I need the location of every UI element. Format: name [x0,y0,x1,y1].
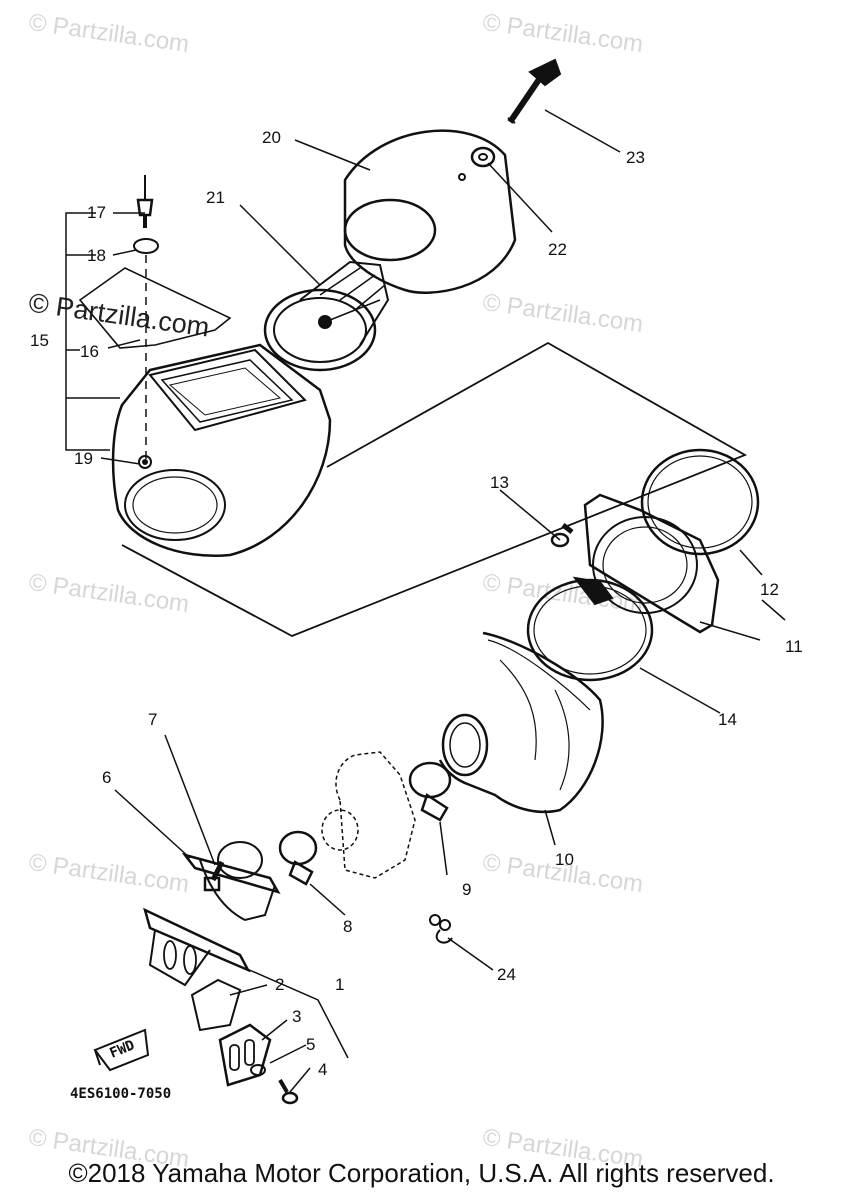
part-label-21: 21 [206,188,225,207]
part-label-13: 13 [490,473,509,492]
filter-element [263,260,390,372]
clamp-9 [408,761,452,822]
screw-4 [278,1078,299,1105]
assembly-outline [121,341,748,637]
part-label-7: 7 [148,710,157,729]
part-label-4: 4 [318,1060,327,1079]
part-label-6: 6 [102,768,111,787]
air-box [111,343,332,557]
bracket-1 [244,967,349,1059]
part-label-3: 3 [292,1007,301,1026]
part-label-2: 2 [275,975,284,994]
gasket-12 [640,448,760,556]
diagram-code: 4ES6100-7050 [70,1086,171,1102]
reed-valve [143,907,251,987]
part-label-8: 8 [343,917,352,936]
part-label-23: 23 [626,148,645,167]
part-label-20: 20 [262,128,281,147]
band-14 [526,576,654,682]
reed-stopper [218,1023,272,1087]
part-label-19: 19 [74,449,93,468]
part-label-10: 10 [555,850,574,869]
washer-22 [470,146,496,168]
washer-5 [250,1064,266,1076]
part-label-14: 14 [718,710,737,729]
part-label-9: 9 [462,880,471,899]
copyright-notice: ©2018 Yamaha Motor Corporation, U.S.A. A… [68,1158,775,1188]
part-label-22: 22 [548,240,567,259]
part-label-1: 1 [335,975,344,994]
carburetor-outline [321,751,416,879]
screw-13 [550,523,574,548]
fwd-label: FWD [108,1037,137,1061]
part-label-16: 16 [80,342,99,361]
part-label-11: 11 [785,637,803,656]
part-label-12: 12 [760,580,779,599]
clip-24 [429,914,453,944]
bracket-15 [65,212,110,451]
part-label-24: 24 [497,965,516,984]
part-label-15: 15 [30,331,49,350]
rivet-washer [133,238,159,254]
clamp-8 [278,830,318,886]
wing-bolt [507,58,562,124]
part-label-5: 5 [306,1035,315,1054]
cover-sheet [78,267,232,349]
rivet [136,175,154,228]
manifold [181,841,281,922]
leader-lines [100,109,786,1093]
joint-plate [583,493,720,634]
fwd-arrow: FWD [93,1028,150,1072]
part-label-17: 17 [87,203,106,222]
part-label-18: 18 [87,246,106,265]
intake-tube [438,631,604,814]
reed-petal [190,978,242,1032]
filter-cap [343,129,517,294]
